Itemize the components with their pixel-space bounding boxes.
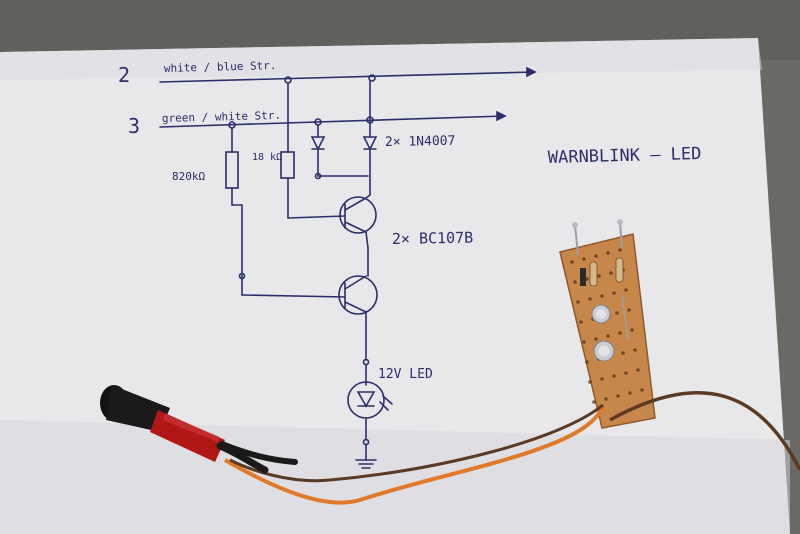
led-label: 12V LED: [378, 367, 433, 382]
wire-label-white-blue: white / blue Str.: [164, 59, 277, 75]
wire-label-green-white: green / white Str.: [162, 109, 282, 125]
led-holder: [100, 385, 298, 474]
brown-wire: [609, 391, 800, 471]
sheet-title: WARNBLINK – LED: [548, 144, 702, 168]
resistor-label-820k: 820kΩ: [172, 170, 205, 183]
stripboard: [559, 219, 656, 429]
schematic-drawing: [159, 66, 537, 469]
transistor-label: 2× BC107B: [392, 229, 474, 248]
paper-sheet: [0, 38, 790, 534]
line-number-2: 2: [118, 63, 130, 87]
line-number-3: 3: [128, 114, 140, 138]
orange-wire: [224, 404, 605, 505]
diode-label: 2× 1N4007: [385, 134, 456, 150]
resistor-label-18k: 18 kΩ: [252, 152, 282, 163]
